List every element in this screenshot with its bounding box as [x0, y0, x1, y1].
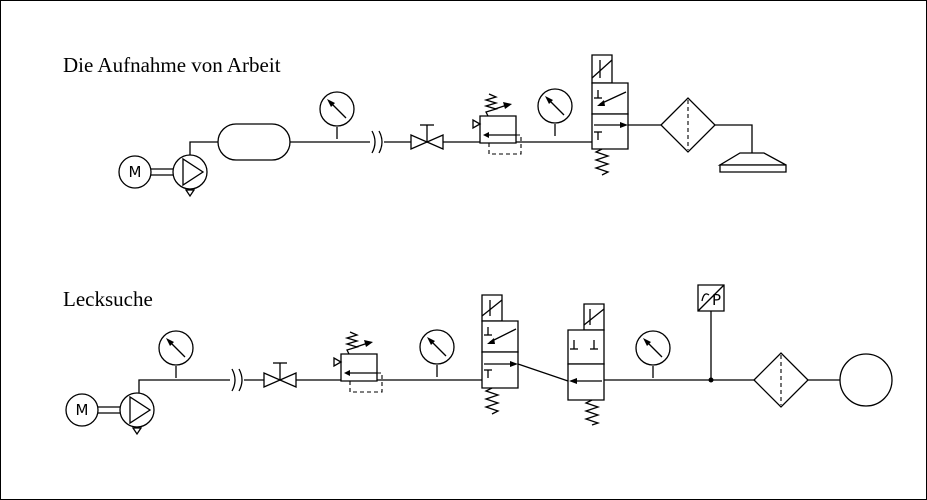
- pressure-gauge-icon: [158, 330, 194, 379]
- filter-outlet-line: [715, 125, 752, 150]
- motor-pump-unit: M: [65, 392, 155, 435]
- shutoff-valve-icon: [410, 124, 444, 150]
- solenoid-valve-icon: [482, 295, 518, 414]
- shutoff-valve-icon: [263, 362, 297, 388]
- air-receiver-tank: [218, 124, 290, 160]
- pressure-regulator-icon: [472, 93, 522, 155]
- connecting-line: [518, 364, 568, 381]
- diagram-work-intake: M: [118, 55, 786, 197]
- filter-icon: [660, 97, 716, 153]
- pressure-switch-icon: P: [698, 285, 724, 383]
- diagram-title-work-intake: Die Aufnahme von Arbeit: [63, 53, 281, 77]
- pressure-gauge-icon: [319, 91, 355, 140]
- pressure-gauge-icon: [537, 88, 573, 137]
- suction-cup-icon: [720, 150, 786, 172]
- diagram-title-leak-detection: Lecksuche: [63, 287, 153, 311]
- line-break-icon: [231, 368, 243, 392]
- motor-label: M: [129, 163, 142, 181]
- pressure-switch-label: P: [712, 291, 721, 309]
- motor-label: M: [76, 401, 89, 419]
- pressure-regulator-icon: [333, 331, 383, 393]
- pressure-gauge-icon: [419, 329, 455, 378]
- test-object-icon: [840, 354, 892, 406]
- solenoid-valve-icon: [568, 304, 604, 425]
- filter-icon: [753, 352, 809, 408]
- motor-pump-unit: M: [118, 154, 208, 197]
- pressure-gauge-icon: [635, 330, 671, 379]
- line-break-icon: [371, 130, 383, 154]
- solenoid-valve-icon: [592, 55, 628, 175]
- diagram-leak-detection: M: [65, 285, 892, 435]
